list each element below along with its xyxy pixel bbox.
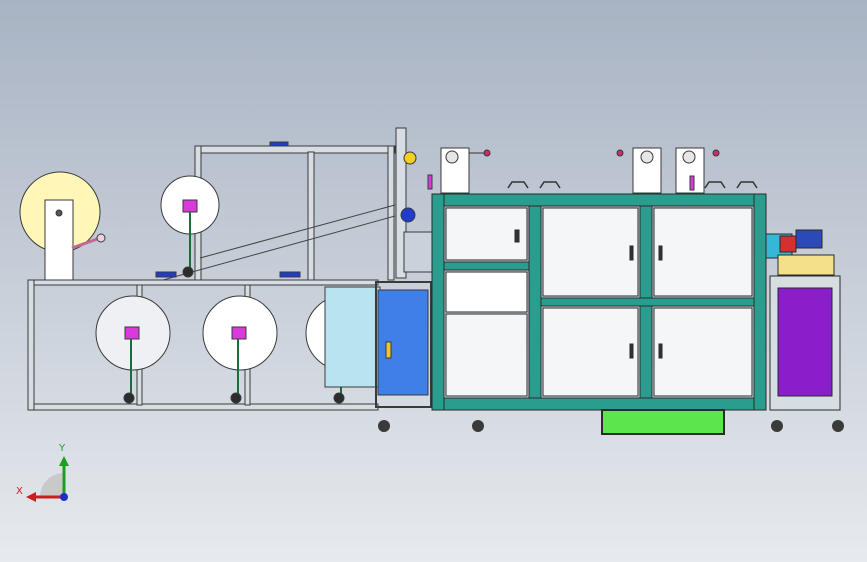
door-handle-3 <box>629 343 634 359</box>
panel-left-mid <box>445 271 528 313</box>
ear-loop-left-wheel <box>445 150 459 164</box>
lower-roll-2-hub <box>231 326 247 340</box>
motor-red-body <box>779 235 797 253</box>
panel-mid-top <box>542 207 639 297</box>
base-frame-bottom-beam <box>27 403 379 411</box>
base-blue-block-1 <box>155 271 177 278</box>
panel-left-bottom <box>445 313 528 397</box>
panel-right-bottom <box>653 307 753 397</box>
cabinet-left-beam <box>443 261 530 271</box>
clamp-1 <box>507 181 529 189</box>
feeder-mech-block <box>403 231 433 273</box>
clamp-2 <box>539 181 561 189</box>
ear-loop-unit-left <box>427 147 491 194</box>
door-handle-2 <box>658 245 663 261</box>
feeder-yellow-roller <box>403 151 417 165</box>
cabinet-right-post <box>753 193 767 411</box>
panel-left-top <box>445 207 528 261</box>
lower-roll-2-wheel <box>230 392 242 404</box>
feeder-cabinet-frame <box>375 281 432 408</box>
axis-triad <box>26 456 69 502</box>
main-cabinet <box>431 193 767 411</box>
yellow-roll-arm-knob <box>96 233 106 243</box>
caster-4 <box>832 420 844 432</box>
feeder-upper-column <box>395 127 407 279</box>
ear-loop-left-knob <box>483 149 491 157</box>
triad-z-disc <box>40 473 64 497</box>
yellow-block <box>777 254 835 276</box>
ear-loop-right-wheel-2 <box>682 150 696 164</box>
feeder-light-blue-panel <box>324 286 381 388</box>
green-tray <box>601 409 725 435</box>
cabinet-bottom-beam <box>431 397 767 411</box>
web-line-1 <box>199 204 396 259</box>
ear-loop-unit-right <box>616 147 720 194</box>
feeder-section <box>324 127 433 408</box>
ear-loop-right-knob-2 <box>712 149 720 157</box>
triad-x-label: X <box>16 486 23 497</box>
ear-loop-right-knob-1 <box>616 149 624 157</box>
upper-gantry-mid-post <box>307 151 315 281</box>
motor-blue-body <box>795 229 823 249</box>
cabinet-left-post <box>431 193 445 411</box>
triad-y-arrow-icon <box>59 456 69 466</box>
clamp-4 <box>736 181 758 189</box>
lower-roll-1-wheel <box>123 392 135 404</box>
feeder-cabinet-handle <box>385 341 392 359</box>
base-frame-left-post <box>27 279 35 411</box>
gantry-blue-block-1 <box>269 141 289 147</box>
door-handle-4 <box>658 343 663 359</box>
upper-gantry-right-post <box>387 145 395 281</box>
upper-roll-hub-block <box>182 199 198 213</box>
door-handle-5 <box>514 229 520 243</box>
ear-loop-left-pink <box>427 174 433 190</box>
caster-3 <box>771 420 783 432</box>
output-section <box>765 229 841 411</box>
lower-roll-1-hub <box>124 326 140 340</box>
feeder-blue-roller <box>400 207 416 223</box>
cabinet-mid-beam <box>540 297 755 307</box>
base-blue-block-2 <box>279 271 301 278</box>
purple-panel <box>777 287 833 397</box>
cabinet-mid-post-1 <box>528 205 542 399</box>
panel-right-top <box>653 207 753 297</box>
panel-mid-bottom <box>542 307 639 397</box>
triad-x-arrow-icon <box>26 492 36 502</box>
base-frame-top-beam <box>27 279 379 286</box>
ear-loop-right-pink <box>689 175 695 191</box>
caster-2 <box>472 420 484 432</box>
triad-y-label: Y <box>59 443 66 454</box>
lower-roll-3-wheel <box>333 392 345 404</box>
cabinet-casters <box>378 420 844 432</box>
yellow-roll-arm <box>71 236 101 250</box>
caster-1 <box>378 420 390 432</box>
triad-z-dot-icon <box>60 493 68 501</box>
top-clamps <box>507 181 758 189</box>
cabinet-top-beam <box>431 193 767 207</box>
ear-loop-right-wheel-1 <box>640 150 654 164</box>
clamp-3 <box>704 181 726 189</box>
yellow-roll-hub <box>55 209 63 217</box>
upper-roll-wheel <box>182 266 194 278</box>
upper-gantry-top-beam <box>194 145 396 154</box>
door-handle-1 <box>629 245 634 261</box>
